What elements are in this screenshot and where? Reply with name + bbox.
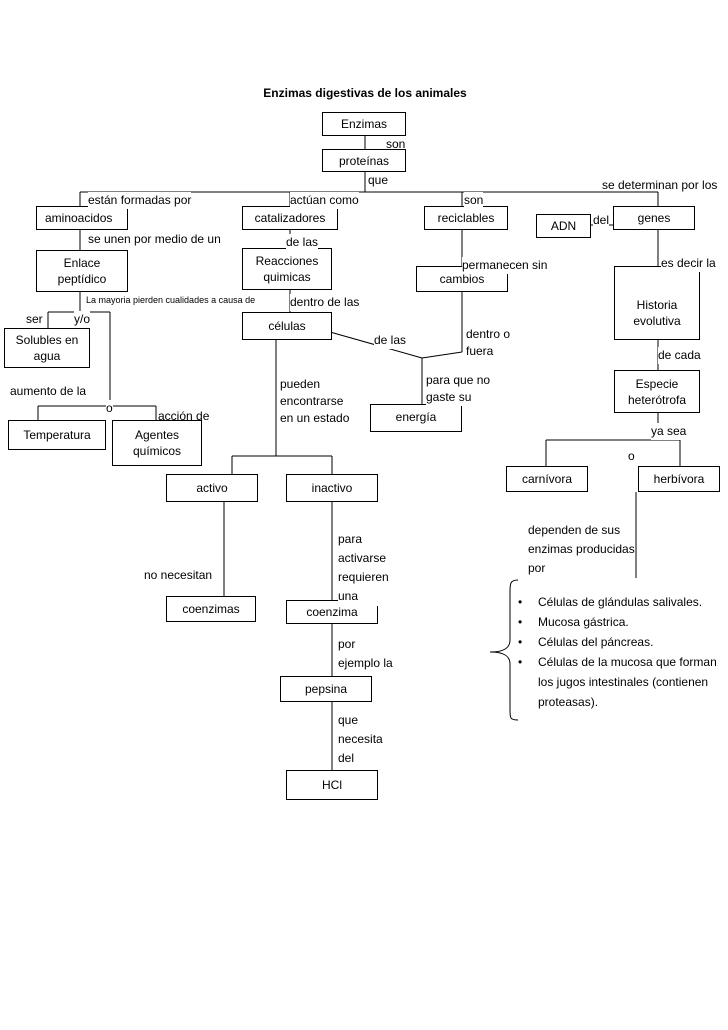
label-actuan-como: actúan como xyxy=(290,192,359,209)
list-item: Células de glándulas salivales. xyxy=(514,592,726,612)
label-accion-de: acción de xyxy=(158,409,210,423)
label-para-activarse: para activarse requieren una xyxy=(338,530,389,606)
hcl-box: HCl xyxy=(286,770,378,800)
catalizadores-box: catalizadores xyxy=(242,206,338,230)
inactivo-box: inactivo xyxy=(286,474,378,502)
activo-box: activo xyxy=(166,474,258,502)
label-ser: ser xyxy=(26,311,43,328)
agentes-quimicos-box: Agentes químicos xyxy=(112,420,202,466)
celulas-box: células xyxy=(242,312,332,340)
label-que: que xyxy=(368,172,389,189)
historia-evolutiva-box: Historia evolutiva xyxy=(614,266,700,340)
enzimas-box: Enzimas xyxy=(322,112,406,136)
carnivora-box: carnívora xyxy=(506,466,588,492)
label-ya-sea: ya sea xyxy=(651,423,687,440)
label-para-que-no-gaste-su: para que no gaste su xyxy=(426,372,491,406)
pepsina-box: pepsina xyxy=(280,676,372,702)
coenzimas-box: coenzimas xyxy=(166,596,256,622)
label-es-decir-la: es decir la xyxy=(661,255,716,272)
label-la-mayoria: La mayoria pierden cualidades a causa de xyxy=(86,295,256,305)
page-title: Enzimas digestivas de los animales xyxy=(263,86,467,100)
label-del: del xyxy=(593,212,610,229)
label-o-2: o xyxy=(628,448,635,465)
enlace-peptidico-box: Enlace peptídico xyxy=(36,250,128,292)
label-permanecen-sin: permanecen sin xyxy=(462,257,548,274)
reciclables-box: reciclables xyxy=(424,206,508,230)
label-son-1: son xyxy=(386,137,406,151)
label-de-las-1: de las xyxy=(286,234,319,251)
label-estan-formadas-por: están formadas por xyxy=(88,192,192,209)
label-no-necesitan: no necesitan xyxy=(144,567,213,584)
list-item: Células del páncreas. xyxy=(514,632,726,652)
proteinas-box: proteínas xyxy=(322,149,406,172)
label-pueden-encontrarse: pueden encontrarse en un estado xyxy=(280,376,350,427)
label-dentro-de-las: dentro de las xyxy=(290,294,360,311)
label-dentro-o-fuera: dentro o fuera xyxy=(466,326,511,360)
cell-types-list: Células de glándulas salivales. Mucosa g… xyxy=(514,592,726,712)
label-y-o: y/o xyxy=(74,311,91,328)
label-se-unen-por-medio-de-un: se unen por medio de un xyxy=(88,232,221,246)
list-item: Células de la mucosa que forman los jugo… xyxy=(514,652,726,712)
herbivora-box: herbívora xyxy=(638,466,720,492)
solubles-en-agua-box: Solubles en agua xyxy=(4,328,90,368)
label-por-ejemplo-la: por ejemplo la xyxy=(338,635,393,673)
label-se-determinan-por-los: se determinan por los xyxy=(602,178,718,192)
adn-box: ADN xyxy=(536,214,591,238)
especie-heterotrofa-box: Especie heterótrofa xyxy=(614,370,700,413)
label-o-1: o xyxy=(106,400,113,417)
temperatura-box: Temperatura xyxy=(8,420,106,450)
energia-box: energía xyxy=(370,404,462,432)
label-de-las-2: de las xyxy=(374,332,407,349)
label-de-cada: de cada xyxy=(658,347,701,364)
list-item: Mucosa gástrica. xyxy=(514,612,726,632)
label-son-2: son xyxy=(464,192,484,209)
genes-box: genes xyxy=(613,206,695,230)
reacciones-quimicas-box: Reacciones quimicas xyxy=(242,248,332,290)
aminoacidos-box: aminoacidos xyxy=(36,206,128,230)
label-dependen-de-sus: dependen de sus enzimas producidas por xyxy=(528,521,635,578)
label-que-necesita-del: que necesita del xyxy=(338,711,383,763)
label-aumento-de-la: aumento de la xyxy=(10,384,87,398)
